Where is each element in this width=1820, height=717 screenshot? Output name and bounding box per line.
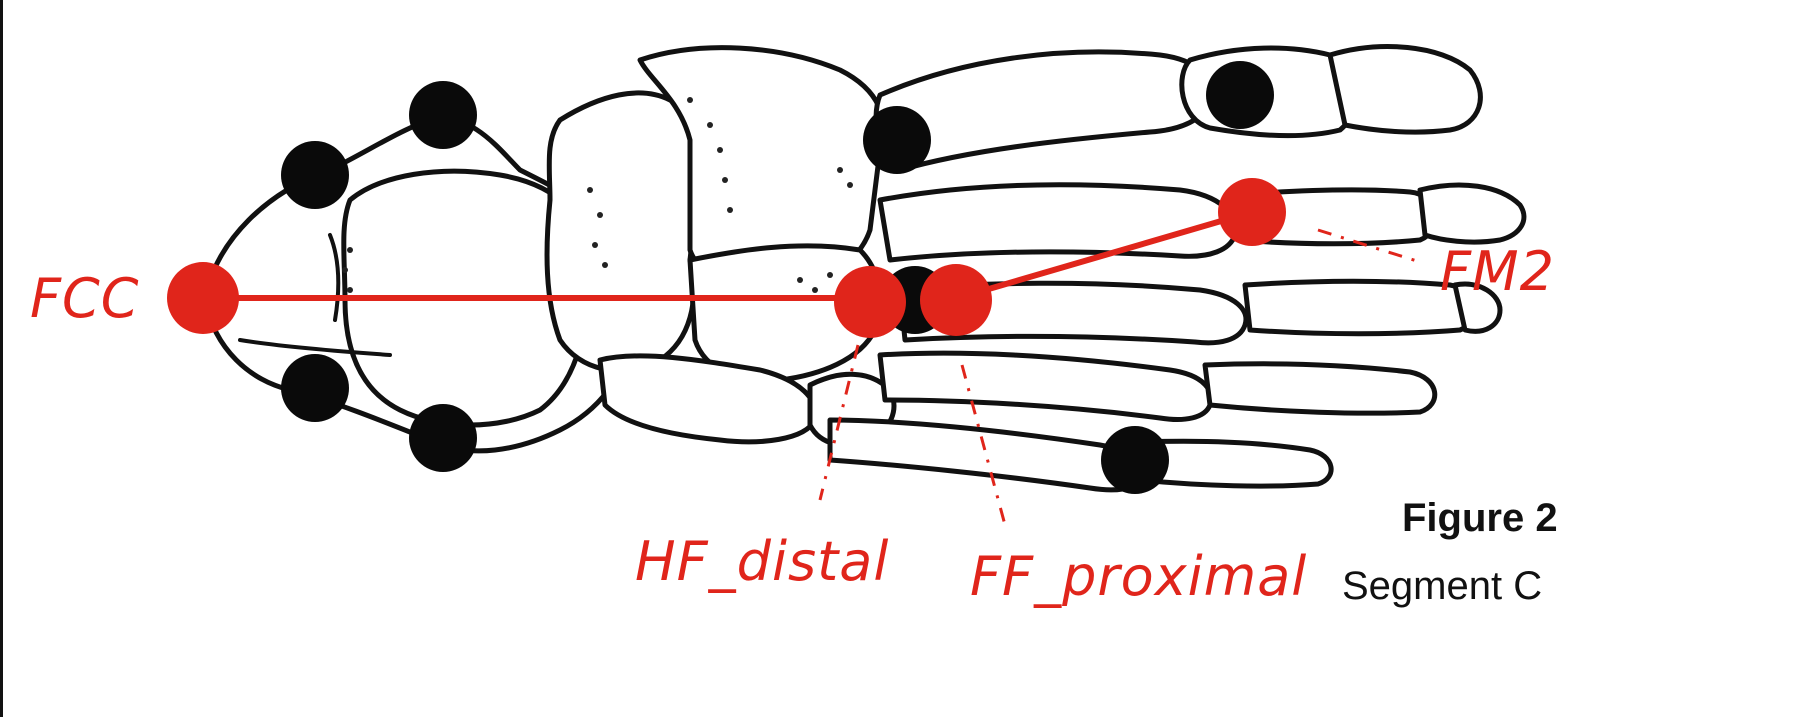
marker-black-heel-upper: [281, 141, 349, 209]
caption-title: Figure 2: [1402, 490, 1820, 546]
label-ff-proximal: FF_proximal: [970, 545, 1307, 608]
marker-hf-distal: [834, 266, 906, 338]
marker-black-first-met-head: [1206, 61, 1274, 129]
label-fcc: FCC: [30, 267, 139, 330]
marker-black-heel-lower: [281, 354, 349, 422]
label-fm2: FM2: [1440, 240, 1555, 303]
caption-subtitle: Segment C: [1342, 558, 1820, 614]
figure-caption: Figure 2 Segment C: [1342, 490, 1820, 614]
marker-black-fifth-met-head: [1101, 426, 1169, 494]
label-hf-distal: HF_distal: [635, 530, 889, 593]
marker-black-talus-upper: [409, 81, 477, 149]
marker-black-navicular: [863, 106, 931, 174]
marker-black-talus-lower: [409, 404, 477, 472]
marker-fcc: [167, 262, 239, 334]
marker-fm2: [1218, 178, 1286, 246]
marker-ff-proximal: [920, 264, 992, 336]
